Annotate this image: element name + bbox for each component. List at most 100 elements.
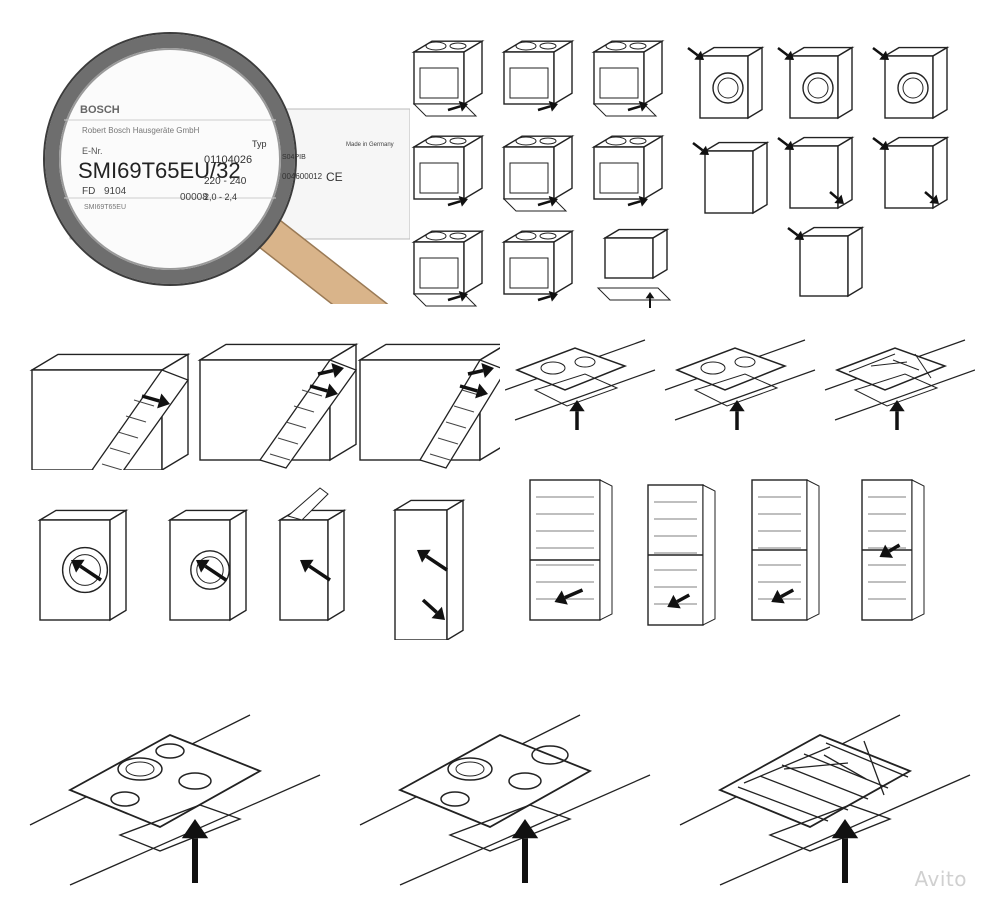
arrow-icon [421, 598, 445, 620]
arrow-icon [196, 559, 227, 582]
arrow-icon [687, 47, 704, 60]
magnifier-graphic [43, 32, 411, 333]
hob-icon [29, 714, 321, 886]
coffee-machine-icon [596, 228, 672, 308]
washing-machine-icon [692, 141, 770, 215]
washing-machine-icon [872, 46, 950, 120]
plate-type-label: Typ [252, 139, 267, 149]
washing-machine-icon [167, 509, 249, 622]
oven-icon [501, 39, 575, 112]
hob-icon [359, 714, 651, 886]
coffee-machine-body [602, 228, 670, 280]
oven-icon [411, 134, 485, 207]
arrow-icon [300, 559, 331, 582]
washing-machine-icon [777, 136, 855, 210]
arrow-icon [447, 101, 468, 112]
arrow-icon [872, 136, 889, 150]
dishwasher-icon [197, 343, 359, 469]
arrow-icon [309, 383, 338, 399]
arrow-icon [627, 196, 648, 207]
avito-watermark: Avito [914, 867, 967, 891]
arrow-icon [667, 593, 691, 609]
arrow-icon [181, 819, 209, 883]
washing-machine-diagrams [37, 487, 466, 640]
plate-serial: 00008 [180, 192, 208, 203]
arrow-icon [627, 101, 648, 112]
oven-icon [501, 134, 575, 212]
washing-machine-icon [392, 499, 466, 640]
plate-fd-label: FD [82, 186, 96, 197]
washing-machine-icon [872, 136, 950, 210]
arrow-icon [537, 101, 558, 112]
washing-machine-icon [787, 226, 865, 298]
arrow-icon [537, 291, 558, 302]
fridge-diagrams [529, 479, 925, 626]
arrow-icon [511, 819, 539, 883]
arrow-icon [447, 196, 468, 207]
arrow-icon [777, 47, 794, 60]
plate-made-in: Made in Germany [346, 142, 394, 148]
oven-body [501, 229, 575, 296]
oven-body [501, 134, 575, 201]
oven-icon [411, 39, 485, 117]
fridge-icon [861, 479, 925, 621]
plate-brand: BOSCH [80, 104, 120, 116]
arrow-icon [777, 136, 794, 150]
arrow-icon [787, 226, 804, 240]
magnifier-lens [45, 34, 295, 284]
rating-plate-magnifier: BOSCH Robert Bosch Hausgeräte GmbH E-Nr.… [20, 14, 411, 333]
washer-body [882, 136, 950, 210]
arrow-icon [569, 400, 585, 430]
arrow-icon [692, 141, 709, 155]
oven-body [591, 134, 665, 201]
arrow-icon [447, 291, 468, 302]
arrow-icon [831, 819, 859, 883]
washer-body [702, 141, 770, 215]
oven-body [411, 134, 485, 201]
oven-icon [411, 229, 485, 307]
plate-small-model: SMI69T65EU [84, 204, 127, 211]
oven-body [411, 39, 485, 106]
oven-icon [501, 229, 575, 302]
washer-body [797, 226, 865, 298]
oven-icon [591, 134, 665, 207]
small-hob-diagrams [505, 339, 975, 430]
arrow-icon [645, 292, 655, 308]
arrow-icon [729, 400, 745, 430]
washing-machine-icon [277, 487, 347, 622]
arrow-icon [829, 191, 844, 204]
plate-code-right: S04PIB [282, 154, 306, 161]
oven-body [501, 39, 575, 106]
arrow-icon [924, 191, 939, 204]
plate-enr-label: E-Nr. [82, 146, 103, 156]
arrow-icon [71, 559, 102, 582]
washing-machine-icon [687, 46, 765, 120]
arrow-icon [317, 363, 344, 379]
washer-body [277, 509, 347, 622]
fridge-icon [647, 484, 716, 626]
arrow-icon [554, 588, 584, 605]
fridge-icon [751, 479, 820, 621]
hob-icon [664, 339, 816, 430]
washer-diagrams [687, 46, 950, 298]
arrow-icon [459, 383, 488, 399]
fridge-icon [529, 479, 613, 621]
arrow-icon [879, 543, 901, 558]
washing-machine-icon [777, 46, 855, 120]
plate-voltage: 220 - 240 [204, 176, 247, 187]
large-hob-diagrams [29, 714, 971, 886]
washer-body [392, 499, 466, 640]
arrow-icon [872, 46, 889, 60]
washer-body [697, 46, 765, 120]
hob-icon [824, 339, 975, 430]
oven-icon [591, 39, 665, 117]
plate-fd-value: 9104 [104, 186, 127, 197]
plate-type-code: 01104026 [204, 154, 253, 166]
oven-body [591, 39, 665, 106]
arrow-icon [771, 588, 795, 604]
arrow-icon [141, 393, 170, 409]
arrow-icon [889, 400, 905, 430]
plate-power: 2,0 - 2,4 [204, 192, 238, 202]
oven-body [411, 229, 485, 296]
